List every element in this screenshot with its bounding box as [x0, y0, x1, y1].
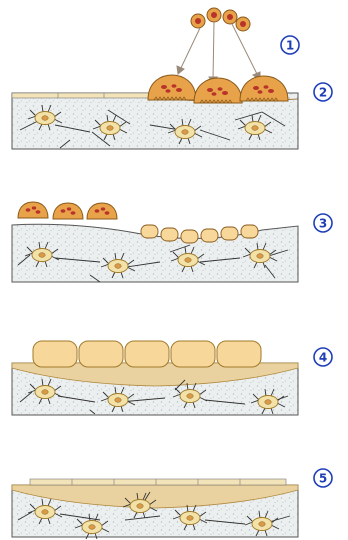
step-1-marker: 1: [281, 36, 299, 54]
bone-tissue-step-4: [12, 363, 298, 415]
step-5-marker: 5: [314, 469, 332, 487]
bone-tissue-step-5: [12, 479, 298, 539]
fusion-arrows: [177, 22, 260, 84]
osteoblast-icon: [125, 341, 169, 367]
step-1-number: 1: [286, 39, 294, 53]
detached-osteoclasts: [18, 202, 117, 219]
multinucleated-osteoclast-icon: [240, 76, 288, 101]
osteoblast-icon: [201, 229, 218, 242]
step-3-marker: 3: [314, 214, 332, 232]
step-5-number: 5: [319, 472, 327, 486]
step-2-number: 2: [319, 86, 327, 100]
multinucleated-osteoclast-icon: [18, 202, 48, 218]
osteoblast-icon: [241, 225, 258, 238]
bone-lining-cell-icon: [12, 93, 152, 98]
bone-lining-cell-icon: [30, 479, 286, 485]
circulating-precursor-cell-icon: [191, 8, 250, 31]
step-4-marker: 4: [314, 348, 332, 366]
osteoblast-icon: [141, 225, 158, 238]
osteoblast-icon: [217, 341, 261, 367]
multinucleated-osteoclast-icon: [148, 75, 196, 100]
osteoblast-icon: [181, 230, 198, 243]
step-3-number: 3: [319, 217, 327, 231]
multinucleated-osteoclast-icon: [194, 78, 242, 103]
multinucleated-osteoclast-icon: [53, 203, 83, 219]
multinucleated-osteoclast-icon: [87, 203, 117, 219]
osteoblast-icon: [79, 341, 123, 367]
step-4-number: 4: [319, 351, 327, 365]
osteoblast-icon: [221, 227, 238, 240]
step-2-marker: 2: [314, 83, 332, 101]
osteoblast-icon: [161, 228, 178, 241]
osteoblast-row-step-4: [33, 341, 261, 367]
osteoblast-icon: [33, 341, 77, 367]
osteoblast-icon: [171, 341, 215, 367]
